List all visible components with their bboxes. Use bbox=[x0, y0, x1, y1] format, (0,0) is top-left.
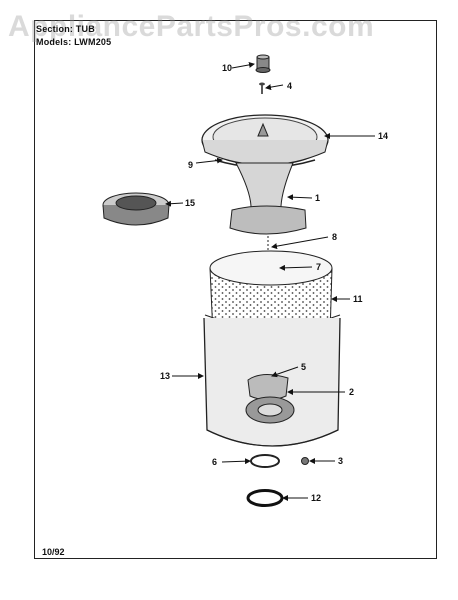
leader-15 bbox=[165, 200, 184, 207]
callout-5: 5 bbox=[301, 362, 306, 372]
leader-10 bbox=[231, 61, 255, 69]
callout-14: 14 bbox=[378, 131, 388, 141]
diagram-frame bbox=[34, 20, 437, 559]
model-label: Models: LWM205 bbox=[36, 37, 112, 47]
part-10-cap bbox=[255, 54, 271, 73]
leader-1 bbox=[287, 194, 313, 201]
leader-8 bbox=[271, 236, 329, 250]
callout-7: 7 bbox=[316, 262, 321, 272]
part-13-outer-tub bbox=[203, 314, 341, 447]
callout-12: 12 bbox=[311, 493, 321, 503]
callout-13: 13 bbox=[160, 371, 170, 381]
part-14-tub-cover bbox=[201, 114, 329, 166]
callout-6: 6 bbox=[212, 457, 217, 467]
callout-11: 11 bbox=[353, 294, 363, 304]
leader-4 bbox=[265, 84, 284, 91]
revision-date: 10/92 bbox=[42, 547, 65, 557]
part-12-o-ring bbox=[246, 489, 284, 507]
callout-2: 2 bbox=[349, 387, 354, 397]
callout-8: 8 bbox=[332, 232, 337, 242]
callout-1: 1 bbox=[315, 193, 320, 203]
leader-7 bbox=[279, 264, 313, 271]
part-6-gasket bbox=[250, 454, 280, 468]
part-3-screw bbox=[301, 457, 309, 465]
callout-15: 15 bbox=[185, 198, 195, 208]
leader-5 bbox=[271, 366, 299, 378]
part-15-collar bbox=[102, 192, 170, 226]
callout-3: 3 bbox=[338, 456, 343, 466]
callout-9: 9 bbox=[188, 160, 193, 170]
callout-10: 10 bbox=[222, 63, 232, 73]
part-4-screw bbox=[259, 82, 265, 94]
part-5-mount bbox=[247, 374, 289, 401]
leader-6 bbox=[221, 458, 251, 465]
watermark: AppliancePartsPros.com bbox=[8, 10, 375, 43]
part-1-agitator bbox=[229, 162, 307, 235]
section-label: Section: TUB bbox=[36, 24, 95, 34]
callout-4: 4 bbox=[287, 81, 292, 91]
leader-9 bbox=[195, 157, 223, 164]
